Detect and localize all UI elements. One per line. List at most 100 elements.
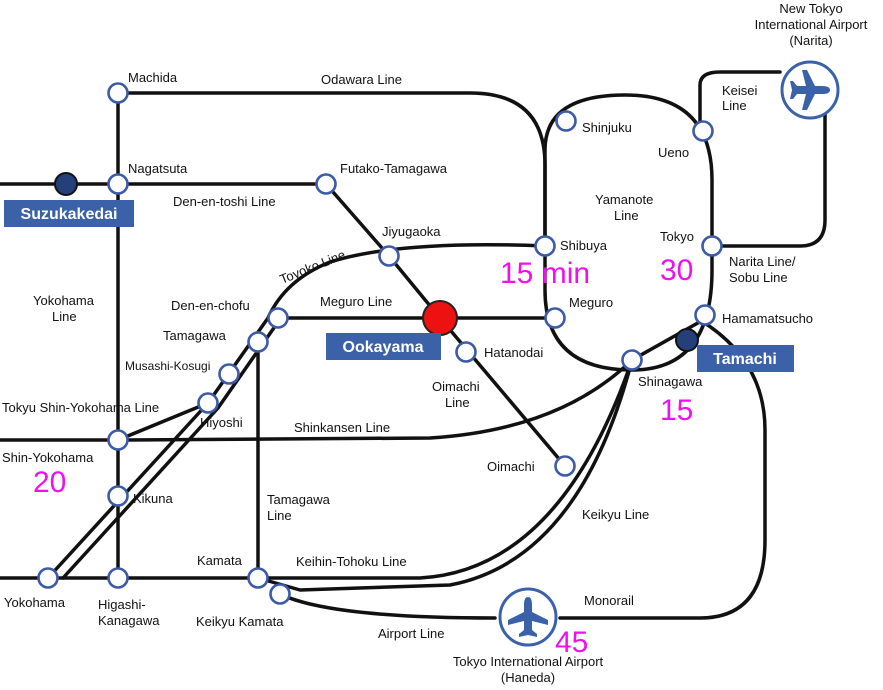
station-keikyu-kamata[interactable] xyxy=(269,583,291,605)
tamachi-label: Tamachi xyxy=(713,351,777,368)
haneda-airport xyxy=(498,587,558,647)
time-shinagawa: 15 xyxy=(660,394,693,427)
label-tokyu-shin-yokohama-line: Tokyu Shin-Yokohama Line xyxy=(2,400,159,415)
label-airport-line: Airport Line xyxy=(378,626,444,641)
label-yokohama-line-1: Yokohama xyxy=(33,293,95,308)
station-kikuna[interactable] xyxy=(107,485,129,507)
airport-labels: New Tokyo International Airport (Narita)… xyxy=(453,1,868,685)
label-oimachi: Oimachi xyxy=(487,459,535,474)
label-meguro-line: Meguro Line xyxy=(320,294,392,309)
label-tamagawa-line-2: Line xyxy=(267,508,292,523)
label-toyoko-line: Toyoko Line xyxy=(278,247,348,287)
label-yokohama-line-2: Line xyxy=(52,309,77,324)
label-haneda-2: (Haneda) xyxy=(501,670,555,685)
time-tokyo: 30 xyxy=(660,254,693,287)
ookayama-label: Ookayama xyxy=(343,339,424,356)
label-keikyu-line: Keikyu Line xyxy=(582,507,649,522)
label-shinkansen-line: Shinkansen Line xyxy=(294,420,390,435)
ookayama-label-box xyxy=(326,333,441,360)
station-labels: Machida Nagatsuta Futako-Tamagawa Jiyuga… xyxy=(2,70,813,629)
airplane-icon xyxy=(790,70,830,110)
keisei-line xyxy=(698,70,782,132)
narita-airport xyxy=(780,60,840,120)
station-tamachi[interactable] xyxy=(675,328,699,352)
label-oimachi-line-1: Oimachi xyxy=(432,379,480,394)
station-ookayama[interactable] xyxy=(422,300,458,336)
label-kikuna: Kikuna xyxy=(133,491,174,506)
station-suzukakedai[interactable] xyxy=(54,172,78,196)
label-shin-yokohama: Shin-Yokohama xyxy=(2,450,94,465)
label-narita-sobu-line-1: Narita Line/ xyxy=(729,254,796,269)
station-jiyugaoka[interactable] xyxy=(378,245,400,267)
station-shibuya[interactable] xyxy=(534,235,556,257)
label-shinjuku: Shinjuku xyxy=(582,120,632,135)
tokyu-shin-yokohama-line xyxy=(116,401,210,442)
label-musashi-kosugi: Musashi-Kosugi xyxy=(125,359,210,373)
station-oimachi[interactable] xyxy=(554,455,576,477)
station-shin-yokohama[interactable] xyxy=(107,429,129,451)
tamachi-label-box xyxy=(697,345,794,372)
label-narita-sobu-line-2: Sobu Line xyxy=(729,270,788,285)
suzukakedai-label: Suzukakedai xyxy=(21,206,118,223)
label-tokyo: Tokyo xyxy=(660,229,694,244)
yamanote-line xyxy=(543,93,714,372)
station-den-en-chofu[interactable] xyxy=(267,307,289,329)
label-futako-tamagawa: Futako-Tamagawa xyxy=(340,161,448,176)
label-shibuya: Shibuya xyxy=(560,238,608,253)
label-ueno: Ueno xyxy=(658,145,689,160)
label-keisei-line-1: Keisei xyxy=(722,83,758,98)
station-futako-tamagawa[interactable] xyxy=(315,173,337,195)
station-hiyoshi[interactable] xyxy=(197,392,219,414)
station-shinagawa[interactable] xyxy=(621,349,643,371)
label-yamanote-line-1: Yamanote xyxy=(595,192,653,207)
label-jiyugaoka: Jiyugaoka xyxy=(382,224,441,239)
station-nagatsuta[interactable] xyxy=(107,173,129,195)
time-haneda: 45 xyxy=(555,626,588,659)
narita-sobu-line xyxy=(710,108,827,248)
station-hatanodai[interactable] xyxy=(455,341,477,363)
keihin-tohoku-line xyxy=(0,358,634,580)
station-hamamatsucho[interactable] xyxy=(694,304,716,326)
stations xyxy=(37,82,723,605)
label-oimachi-line-2: Line xyxy=(445,395,470,410)
label-kamata: Kamata xyxy=(197,553,243,568)
label-higashi-kanagawa-2: Kanagawa xyxy=(98,613,160,628)
station-kamata[interactable] xyxy=(247,567,269,589)
rail-lines xyxy=(0,70,827,620)
shinkansen-line xyxy=(0,313,714,442)
station-shinjuku[interactable] xyxy=(555,110,577,132)
suzukakedai-label-box xyxy=(4,200,134,227)
station-tokyo[interactable] xyxy=(701,235,723,257)
label-keihin-tohoku-line: Keihin-Tohoku Line xyxy=(296,554,407,569)
label-nagatsuta: Nagatsuta xyxy=(128,161,188,176)
airplane-icon xyxy=(508,597,548,637)
label-machida: Machida xyxy=(128,70,178,85)
station-tamagawa[interactable] xyxy=(247,331,269,353)
label-haneda-1: Tokyo International Airport xyxy=(453,654,604,669)
station-meguro[interactable] xyxy=(544,307,566,329)
highlight-labels: Suzukakedai Ookayama Tamachi xyxy=(4,200,794,372)
label-narita-1: New Tokyo xyxy=(779,1,842,16)
station-ueno[interactable] xyxy=(692,120,714,142)
travel-times: 15 min 30 15 20 45 xyxy=(33,254,693,659)
label-hatanodai: Hatanodai xyxy=(484,345,543,360)
toyoko-line xyxy=(46,242,547,580)
label-narita-3: (Narita) xyxy=(789,33,832,48)
station-musashi-kosugi[interactable] xyxy=(218,363,240,385)
label-hiyoshi: Hiyoshi xyxy=(200,415,243,430)
time-shin-yokohama: 20 xyxy=(33,466,66,499)
station-machida[interactable] xyxy=(107,82,129,104)
airport-line xyxy=(278,592,497,620)
station-higashi-kanagawa[interactable] xyxy=(107,567,129,589)
label-yamanote-line-2: Line xyxy=(614,208,639,223)
label-keisei-line-2: Line xyxy=(722,98,747,113)
station-yokohama[interactable] xyxy=(37,567,59,589)
time-shibuya: 15 min xyxy=(500,257,590,290)
label-den-en-toshi-line: Den-en-toshi Line xyxy=(173,194,276,209)
label-odawara-line: Odawara Line xyxy=(321,72,402,87)
label-monorail: Monorail xyxy=(584,593,634,608)
label-keikyu-kamata: Keikyu Kamata xyxy=(196,614,284,629)
label-hamamatsucho: Hamamatsucho xyxy=(722,311,813,326)
keikyu-line xyxy=(256,358,634,592)
